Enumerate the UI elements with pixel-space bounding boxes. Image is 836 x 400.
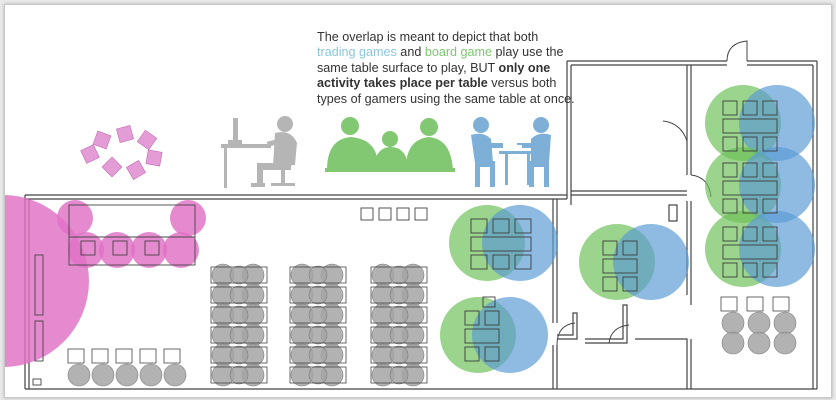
gray-seat [389, 325, 409, 345]
gray-seat [747, 311, 771, 335]
caption-text: and [396, 45, 425, 60]
gray-seat [229, 285, 249, 305]
gray-block-table [370, 346, 428, 364]
gray-seat [308, 365, 328, 385]
gray-seat [115, 363, 139, 387]
gray-seat [308, 325, 328, 345]
floor-plan-figure: The overlap is meant to depict that both… [4, 4, 832, 398]
floor-plan [5, 40, 818, 390]
gray-block-table [772, 296, 790, 312]
gray-seat [747, 331, 771, 355]
gray-seat [389, 285, 409, 305]
caption-text: The overlap is meant to depict that both [317, 30, 539, 44]
walls [24, 40, 818, 390]
pink-zone [5, 195, 206, 367]
gray-block-table [370, 306, 428, 324]
gray-seat [229, 345, 249, 365]
gray-seat [389, 305, 409, 325]
gray-seat [91, 363, 115, 387]
caption-text: play use the same table surface to play,… [317, 45, 564, 75]
pink-zone-tables [32, 204, 196, 386]
caption-trading-games: trading games [317, 45, 397, 60]
gray-seat [229, 265, 249, 285]
dice-icon [80, 125, 163, 180]
gray-block-table [163, 348, 181, 364]
gray-seat [229, 325, 249, 345]
gray-seat [721, 331, 745, 355]
overlap-zone [705, 85, 815, 287]
zone-tables [464, 100, 778, 362]
gray-seat [308, 345, 328, 365]
gray-block-table [210, 326, 268, 344]
gray-seat [229, 305, 249, 325]
gray-block-table [210, 266, 268, 284]
overlap-zone [440, 297, 548, 373]
gray-seat [67, 363, 91, 387]
gray-seat [308, 285, 328, 305]
gray-seat [229, 365, 249, 385]
gray-block-table [720, 296, 738, 312]
gray-block-table [289, 366, 347, 384]
gray-block-table [289, 266, 347, 284]
gray-seat-blocks [67, 263, 797, 387]
gray-block-table [210, 346, 268, 364]
gray-seat [773, 311, 797, 335]
gray-block-table [746, 296, 764, 312]
gray-block-table [210, 366, 268, 384]
gray-seat [773, 331, 797, 355]
gray-block-table [91, 348, 109, 364]
gray-seat [163, 363, 187, 387]
gray-block-table [289, 306, 347, 324]
overlap-zones [440, 85, 815, 373]
gray-seat [389, 265, 409, 285]
overlap-zone [449, 205, 558, 281]
gray-block-table [289, 286, 347, 304]
computer-gamer-icon [221, 116, 297, 188]
caption-board-game: board game [424, 45, 493, 60]
overlap-zone [579, 224, 689, 300]
overlap-caption: The overlap is meant to depict that both… [317, 30, 579, 107]
gray-seat [721, 311, 745, 335]
board-gamers-icon [325, 117, 455, 172]
gray-block-table [210, 286, 268, 304]
gray-block-table [370, 366, 428, 384]
gray-seat [308, 265, 328, 285]
gray-block-table [139, 348, 157, 364]
gray-seat [139, 363, 163, 387]
gray-block-table [289, 346, 347, 364]
gray-block-table [115, 348, 133, 364]
caption-text: versus both types of gamers using the sa… [317, 76, 575, 106]
gray-block-table [370, 286, 428, 304]
gray-seat [389, 365, 409, 385]
gray-seat [308, 305, 328, 325]
gray-block-table [67, 348, 85, 364]
caption-emphasis: only one activity takes place per table [317, 60, 551, 91]
gray-block-table [370, 266, 428, 284]
gray-seat [389, 345, 409, 365]
gray-block-table [210, 306, 268, 324]
gray-block-table [289, 326, 347, 344]
card-gamers-icon [471, 117, 551, 187]
gray-block-table [370, 326, 428, 344]
wall-tables [360, 207, 428, 221]
